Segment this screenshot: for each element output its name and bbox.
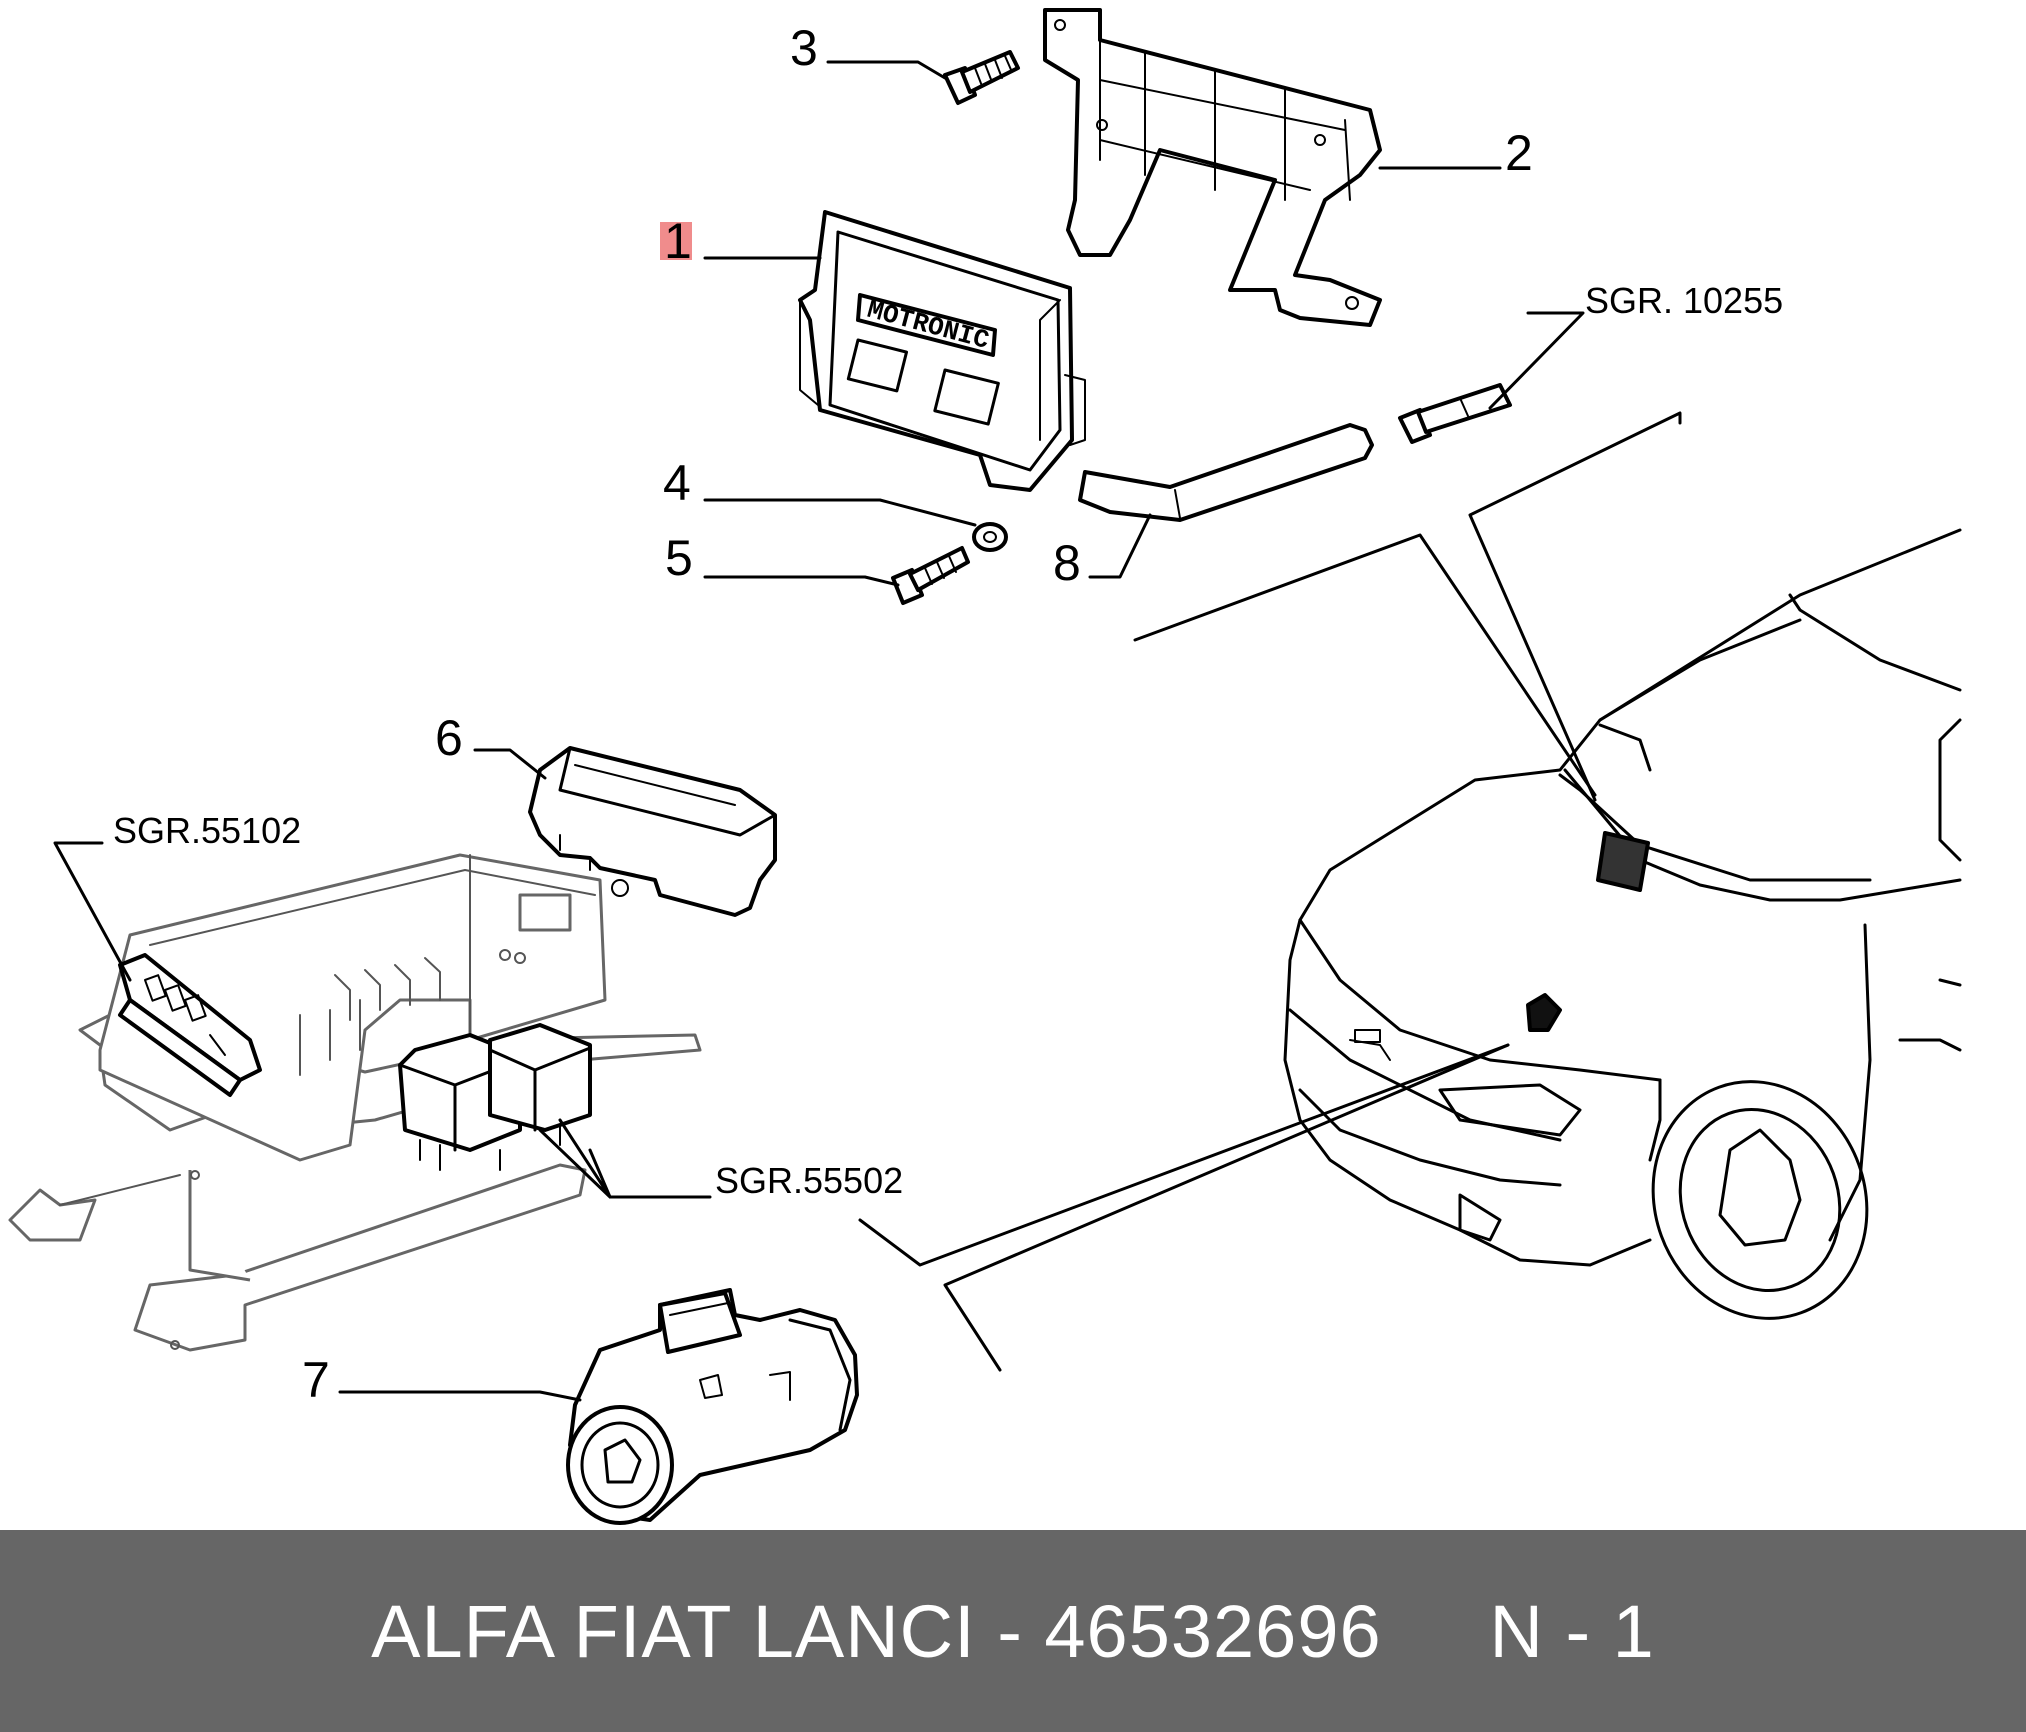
leader-7 (338, 1390, 582, 1402)
part-1-ecu: MOTRONIC (798, 210, 1086, 492)
diagram-canvas: MOTRONIC (8, 8, 1962, 1525)
callout-8: 8 (1053, 535, 1081, 591)
reference-sgr-10255: SGR. 10255 (1585, 280, 1783, 321)
footer-text-wrapper: ALFA FIAT LANCI - 46532696 N - 1 (0, 1530, 2026, 1732)
leader-5 (703, 575, 900, 587)
relays (398, 1023, 592, 1171)
leader-airflow-location (858, 1043, 1510, 1267)
part-5-screw (891, 546, 970, 605)
leader-3 (826, 60, 947, 80)
part-6-cover (528, 746, 777, 917)
callout-6: 6 (435, 710, 463, 766)
callout-4: 4 (663, 455, 691, 511)
callout-labels: 1 2 3 4 5 6 7 8 SGR. 10255 SGR.55102 SGR… (113, 20, 1783, 1408)
leader-ecu-location (1133, 533, 1597, 797)
leader-airflow-location-2 (943, 1043, 1510, 1372)
callout-5: 5 (665, 530, 693, 586)
part-3-bolt (943, 50, 1020, 105)
reference-sgr-55102: SGR.55102 (113, 810, 301, 851)
callout-1: 1 (664, 213, 692, 269)
leader-hood-location (1468, 411, 1682, 802)
reference-sgr-55502: SGR.55502 (715, 1160, 903, 1201)
leader-sgr-55102 (53, 841, 132, 982)
part-7-air-flow-meter (566, 1288, 859, 1525)
callout-2: 2 (1505, 125, 1533, 181)
footer-bar: ALFA FIAT LANCI - 46532696 N - 1 (0, 1530, 2026, 1732)
relay-tray-assembly (8, 853, 702, 1352)
part-number-caption: ALFA FIAT LANCI - 46532696 N - 1 (371, 1589, 1655, 1673)
highlight-marker (660, 222, 692, 260)
connector-block (118, 953, 262, 1097)
leader-4 (703, 498, 977, 527)
part-8-hose (1078, 423, 1374, 522)
car-outline (1283, 528, 1962, 1320)
leader-lines (53, 60, 1682, 1402)
part-4-washer (972, 522, 1008, 552)
leader-sgr-55502 (538, 1118, 712, 1199)
leader-8 (1088, 513, 1152, 579)
callout-3: 3 (790, 20, 818, 76)
leader-sgr-10255 (1488, 311, 1585, 410)
part-2-bracket (1043, 8, 1382, 327)
sgr-10255-connector (1398, 383, 1512, 444)
leader-6 (473, 748, 547, 780)
callout-7: 7 (302, 1352, 330, 1408)
